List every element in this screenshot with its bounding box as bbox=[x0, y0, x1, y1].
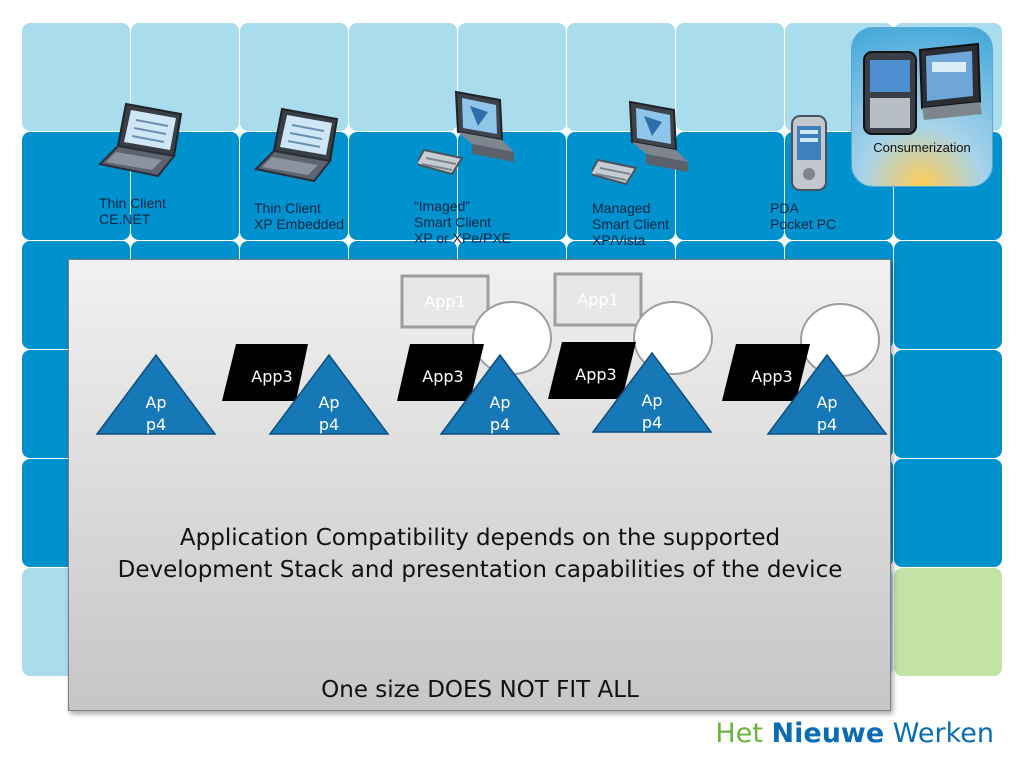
grid-tile bbox=[676, 23, 784, 131]
grid-tile bbox=[894, 459, 1002, 567]
svg-text:Ap: Ap bbox=[489, 393, 510, 412]
svg-text:p4: p4 bbox=[146, 415, 166, 434]
grid-tile bbox=[676, 132, 784, 240]
grid-tile bbox=[458, 132, 566, 240]
svg-text:p4: p4 bbox=[490, 415, 510, 434]
svg-text:App3: App3 bbox=[575, 365, 616, 384]
svg-text:p4: p4 bbox=[817, 415, 837, 434]
app1-box: App1 bbox=[400, 274, 490, 329]
app2-circle bbox=[472, 301, 552, 375]
app3-shape: App3 bbox=[222, 344, 308, 401]
main-message: Application Compatibility depends on the… bbox=[117, 525, 843, 583]
brand-het: Het bbox=[715, 718, 763, 749]
grid-tile bbox=[22, 132, 130, 240]
svg-text:App1: App1 bbox=[577, 290, 618, 309]
app4-triangle: Ap p4 bbox=[591, 351, 713, 433]
device-label-thin-client-xpe: Thin Client XP Embedded bbox=[254, 200, 345, 232]
grid-tile bbox=[894, 568, 1002, 676]
svg-text:App1: App1 bbox=[424, 292, 465, 311]
device-label-imaged-smart-client: “Imaged” Smart Client XP or XPe/PXE bbox=[414, 198, 512, 246]
app4-triangle: Ap p4 bbox=[268, 353, 390, 435]
laptop-icon bbox=[253, 107, 339, 183]
svg-text:App3: App3 bbox=[422, 367, 463, 386]
app2-circle bbox=[800, 303, 880, 377]
app4-triangle: Ap p4 bbox=[95, 353, 217, 435]
grid-tile bbox=[22, 23, 130, 131]
smartphone-laptop-icon bbox=[863, 42, 982, 135]
svg-text:Ap: Ap bbox=[816, 393, 837, 412]
desktop-icon bbox=[418, 90, 514, 176]
desktop-icon bbox=[592, 100, 688, 186]
grid-tile bbox=[894, 350, 1002, 458]
app1-box: App1 bbox=[553, 272, 643, 327]
pda-icon bbox=[791, 115, 827, 191]
svg-text:Ap: Ap bbox=[641, 391, 662, 410]
device-label-managed-smart-client: Managed Smart Client XP/Vista bbox=[592, 200, 670, 248]
svg-text:Ap: Ap bbox=[145, 393, 166, 412]
app3-shape: App3 bbox=[397, 344, 484, 401]
sub-message: One size DOES NOT FIT ALL bbox=[321, 677, 639, 703]
device-label-pda: PDA Pocket PC bbox=[770, 200, 837, 232]
app3-shape: App3 bbox=[548, 342, 636, 399]
app4-triangle: Ap p4 bbox=[439, 353, 561, 435]
grid-tile bbox=[894, 241, 1002, 349]
app4-triangle: Ap p4 bbox=[766, 353, 888, 435]
grid-tile bbox=[349, 23, 457, 131]
grid-tile bbox=[567, 23, 675, 131]
app3-shape: App3 bbox=[722, 344, 810, 401]
grid-tile bbox=[240, 23, 348, 131]
svg-text:p4: p4 bbox=[319, 415, 339, 434]
svg-text:Ap: Ap bbox=[318, 393, 339, 412]
device-label-thin-client-ce: Thin Client CE.NET bbox=[99, 195, 166, 227]
svg-text:App3: App3 bbox=[251, 367, 292, 386]
brand-werken: Werken bbox=[892, 718, 994, 749]
consumerization-box: Consumerization bbox=[851, 27, 993, 187]
svg-text:App3: App3 bbox=[751, 367, 792, 386]
svg-text:p4: p4 bbox=[642, 413, 662, 432]
brand-logo: Het Nieuwe Werken bbox=[715, 718, 994, 749]
brand-nieuwe: Nieuwe bbox=[771, 718, 885, 749]
laptop-icon bbox=[97, 102, 183, 178]
grid-tile bbox=[131, 23, 239, 131]
consumerization-label: Consumerization bbox=[873, 140, 971, 155]
